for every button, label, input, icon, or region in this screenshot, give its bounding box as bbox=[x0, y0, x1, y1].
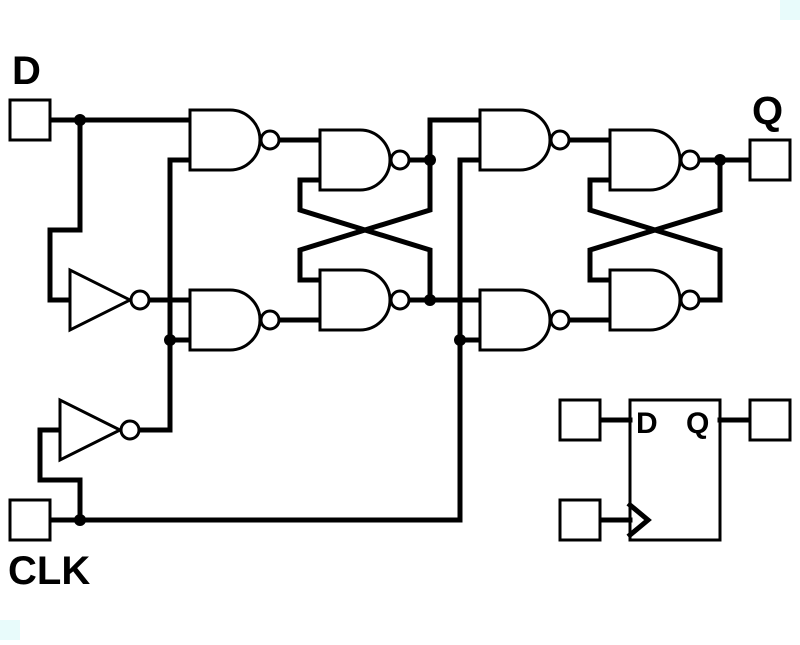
symbol-clock-triangle bbox=[626, 501, 652, 539]
junction-dot bbox=[424, 294, 436, 306]
junction-dot bbox=[424, 154, 436, 166]
nand-gate-3 bbox=[318, 128, 411, 192]
junction-dot bbox=[74, 114, 86, 126]
corner-marker-top-right bbox=[780, 0, 800, 20]
q-output-pin[interactable] bbox=[748, 138, 792, 182]
nand-gate-6 bbox=[478, 288, 571, 352]
nand-gate-2 bbox=[188, 288, 281, 352]
inverter-data bbox=[68, 267, 151, 333]
clk-input-pin[interactable] bbox=[8, 498, 52, 542]
d-label: D bbox=[12, 49, 41, 93]
nand-gate-4 bbox=[318, 268, 411, 332]
junction-dot bbox=[74, 514, 86, 526]
d-flip-flop-symbol: D Q bbox=[558, 398, 792, 542]
symbol-d-pin[interactable] bbox=[558, 398, 602, 442]
corner-marker-bottom-left bbox=[0, 620, 20, 640]
symbol-clk-pin[interactable] bbox=[558, 498, 602, 542]
nand-gate-7 bbox=[608, 128, 701, 192]
clk-label: CLK bbox=[8, 549, 90, 593]
d-input-pin[interactable] bbox=[8, 98, 52, 142]
inverter-clock bbox=[58, 397, 141, 463]
symbol-q-pin[interactable] bbox=[748, 398, 792, 442]
nand-gate-8 bbox=[608, 268, 701, 332]
symbol-q-label: Q bbox=[686, 407, 709, 440]
wires bbox=[37, 117, 753, 523]
junction-dot bbox=[454, 334, 466, 346]
q-label: Q bbox=[752, 89, 783, 133]
junction-dots bbox=[74, 114, 726, 526]
nand-gate-1 bbox=[188, 108, 281, 172]
junction-dot bbox=[164, 334, 176, 346]
symbol-d-label: D bbox=[636, 407, 658, 440]
junction-dot bbox=[714, 154, 726, 166]
nand-gate-5 bbox=[478, 108, 571, 172]
